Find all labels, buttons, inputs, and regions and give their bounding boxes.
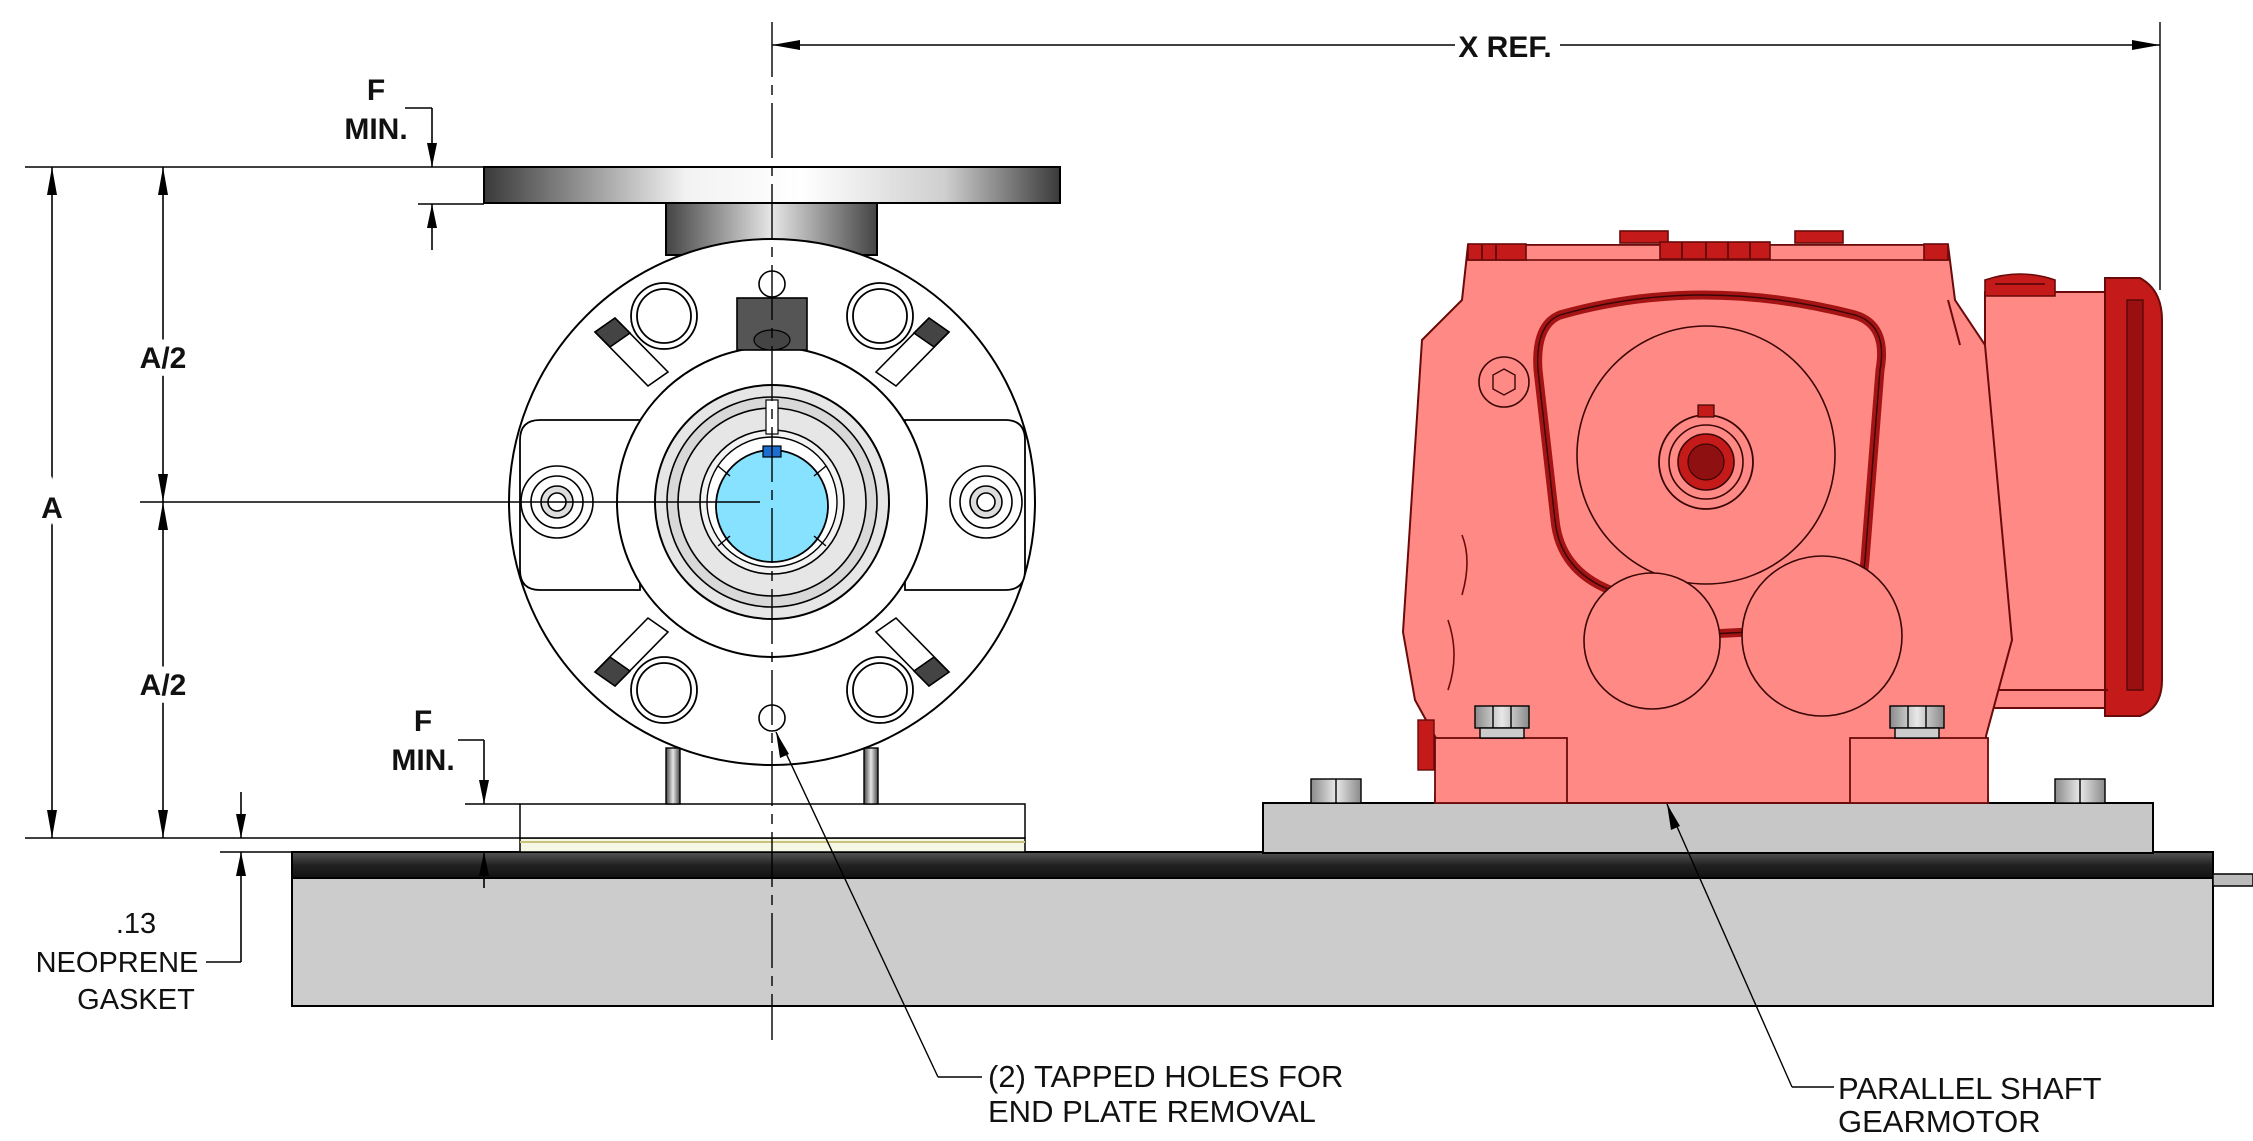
mount-plate bbox=[1262, 802, 2154, 854]
tapped-holes-label-2: END PLATE REMOVAL bbox=[988, 1094, 1316, 1129]
gearmotor-label-2: GEARMOTOR bbox=[1838, 1104, 2041, 1139]
housing-bolts bbox=[630, 282, 914, 724]
gasket-label-1: .13 bbox=[116, 908, 156, 940]
mount-plate-nuts bbox=[1310, 778, 2106, 804]
f-min-top-label-1: F bbox=[367, 74, 385, 107]
dimensions bbox=[25, 22, 2161, 963]
diagonal-slots bbox=[593, 316, 951, 688]
base-body bbox=[291, 877, 2214, 1007]
x-ref-label: X REF. bbox=[1458, 31, 1551, 64]
base-stub bbox=[2212, 873, 2253, 887]
f-min-top-label-2: MIN. bbox=[344, 113, 407, 146]
gearmotor-label-1: PARALLEL SHAFT bbox=[1838, 1071, 2102, 1106]
leaders bbox=[775, 731, 1834, 1088]
base-frame bbox=[291, 851, 2253, 1007]
a-half-top-label: A/2 bbox=[140, 342, 187, 375]
f-min-bottom-label-2: MIN. bbox=[391, 744, 454, 777]
labels: X REF. A A/2 A/2 F MIN. F MIN. .13 NEOPR… bbox=[34, 31, 2102, 1139]
centerlines bbox=[140, 22, 773, 1040]
gear-bulge-right bbox=[1741, 555, 1903, 717]
pump-support-legs bbox=[665, 747, 879, 805]
gearmotor bbox=[1401, 230, 2163, 804]
foot-bolts bbox=[1474, 705, 1945, 739]
top-bosses bbox=[1467, 230, 1949, 261]
gasket-label-3: GASKET bbox=[77, 984, 195, 1016]
f-min-bottom-label-1: F bbox=[414, 705, 432, 738]
pump-assembly bbox=[483, 166, 1061, 766]
tapped-holes-label-1: (2) TAPPED HOLES FOR bbox=[988, 1059, 1343, 1094]
a-half-bottom-label: A/2 bbox=[140, 669, 187, 702]
output-shaft bbox=[1658, 404, 1754, 510]
breather-plug bbox=[1478, 356, 1530, 408]
a-label: A bbox=[41, 492, 63, 525]
base-top-rail bbox=[291, 851, 2214, 879]
gasket-label-2: NEOPRENE bbox=[36, 947, 199, 979]
gear-bulge-left bbox=[1583, 572, 1721, 710]
